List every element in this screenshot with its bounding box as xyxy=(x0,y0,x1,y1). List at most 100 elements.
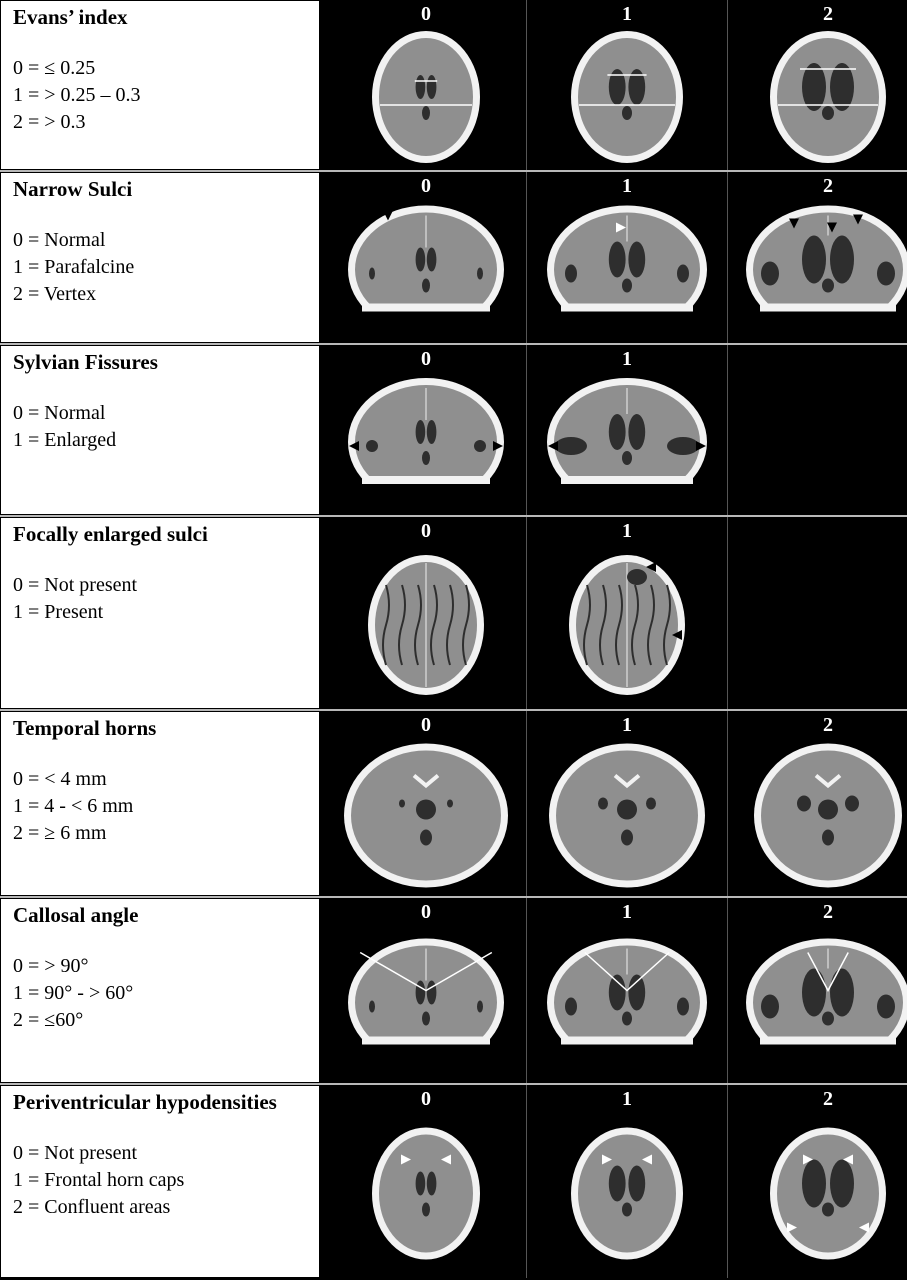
ventricles xyxy=(608,69,646,120)
score-definition: 1 = Present xyxy=(13,601,104,623)
arrowhead-icon xyxy=(401,1154,411,1165)
arrowhead-icon xyxy=(672,630,682,640)
arrowhead-icon xyxy=(441,1154,451,1165)
column-separator xyxy=(727,898,728,1083)
brain-parenchyma xyxy=(753,212,903,327)
score-definition: 1 = Parafalcine xyxy=(13,256,135,278)
ventricles xyxy=(415,948,437,1026)
grade-number: 1 xyxy=(622,175,632,197)
grade-number: 1 xyxy=(622,3,632,25)
ventricles xyxy=(415,215,437,293)
grade-number: 0 xyxy=(421,3,431,25)
column-separator xyxy=(727,0,728,170)
arrowhead-icon xyxy=(646,562,656,572)
example-scan-cell: 1 xyxy=(528,517,726,709)
example-scan-cell: 1 xyxy=(528,345,726,515)
example-scan-cell: 2 xyxy=(729,1085,907,1278)
row-divider xyxy=(0,1083,907,1085)
ct-scan-image xyxy=(571,31,683,163)
grade-number: 0 xyxy=(421,1088,431,1110)
ct-scan-image xyxy=(368,555,484,695)
example-scan-cell: 2 xyxy=(729,898,907,1083)
score-definition: 0 = Normal xyxy=(13,402,106,424)
ventricles xyxy=(399,799,453,846)
column-separator xyxy=(727,1085,728,1278)
example-scan-cell: 0 xyxy=(327,517,525,709)
arrowhead-icon xyxy=(493,441,503,451)
ct-scan-image xyxy=(344,205,508,338)
skull-base-cut xyxy=(344,480,508,510)
grade-number: 0 xyxy=(421,175,431,197)
row-divider xyxy=(0,896,907,898)
skull-base xyxy=(561,476,693,484)
grade-number: 2 xyxy=(823,901,833,923)
ct-scan-image xyxy=(543,938,711,1071)
arrowhead-icon xyxy=(548,441,558,451)
skull-base-cut xyxy=(344,1040,508,1071)
ventricles xyxy=(608,215,646,293)
ventricles xyxy=(608,948,646,1026)
criterion-title: Evans’ index xyxy=(13,5,128,29)
example-scan-cell: 2 xyxy=(729,0,907,170)
brain-parenchyma xyxy=(777,38,879,156)
skull-base-cut xyxy=(543,1040,711,1071)
arrowhead-icon xyxy=(803,1154,813,1165)
skull-base xyxy=(362,1036,490,1045)
column-separator xyxy=(727,711,728,896)
score-definition: 1 = Frontal horn caps xyxy=(13,1169,185,1191)
example-scan-cell: 1 xyxy=(528,0,726,170)
ventricles xyxy=(608,388,646,465)
example-scan-cell: 0 xyxy=(327,345,525,515)
grade-number: 1 xyxy=(622,1088,632,1110)
grade-number: 2 xyxy=(823,175,833,197)
grade-number: 1 xyxy=(622,348,632,370)
score-definition: 1 = > 0.25 – 0.3 xyxy=(13,84,141,106)
row-divider xyxy=(0,515,907,517)
brain-parenchyma xyxy=(355,385,497,499)
grade-number: 1 xyxy=(622,901,632,923)
ct-scan-image xyxy=(543,378,711,510)
brain-parenchyma xyxy=(355,945,497,1060)
arrowhead-icon xyxy=(859,1222,869,1233)
ct-scan-image xyxy=(569,555,685,695)
score-definition: 0 = Not present xyxy=(13,1142,138,1164)
ct-scan-image xyxy=(571,1127,683,1260)
column-separator xyxy=(727,345,728,515)
skull-base xyxy=(760,303,896,312)
score-definition: 2 = Vertex xyxy=(13,283,97,305)
score-definition: 0 = Not present xyxy=(13,574,138,596)
column-separator xyxy=(526,345,527,515)
arrowhead-icon xyxy=(616,222,626,233)
callosal-angle-lines xyxy=(359,951,493,992)
ct-scan-image xyxy=(742,938,907,1071)
score-definition: 0 = Normal xyxy=(13,229,106,251)
score-definitions: 0 = > 90°1 = 90° - > 60°2 = ≤60° xyxy=(13,953,319,1034)
ct-scan-image xyxy=(543,205,711,338)
callosal-angle-lines xyxy=(584,951,670,992)
ct-scan-image xyxy=(344,938,508,1071)
example-scan-cell: 1 xyxy=(528,172,726,343)
ventricles xyxy=(802,215,854,293)
score-definition: 2 = ≤60° xyxy=(13,1009,84,1031)
brain-parenchyma xyxy=(753,945,903,1060)
row-divider xyxy=(0,170,907,172)
criterion-title: Callosal angle xyxy=(13,903,139,927)
score-definition: 1 = 90° - > 60° xyxy=(13,982,134,1004)
grade-number: 1 xyxy=(622,520,632,542)
score-definition: 0 = ≤ 0.25 xyxy=(13,57,96,79)
example-scan-cell: 0 xyxy=(327,172,525,343)
arrowhead-icon xyxy=(843,1154,853,1165)
ct-scan-image xyxy=(754,743,902,888)
